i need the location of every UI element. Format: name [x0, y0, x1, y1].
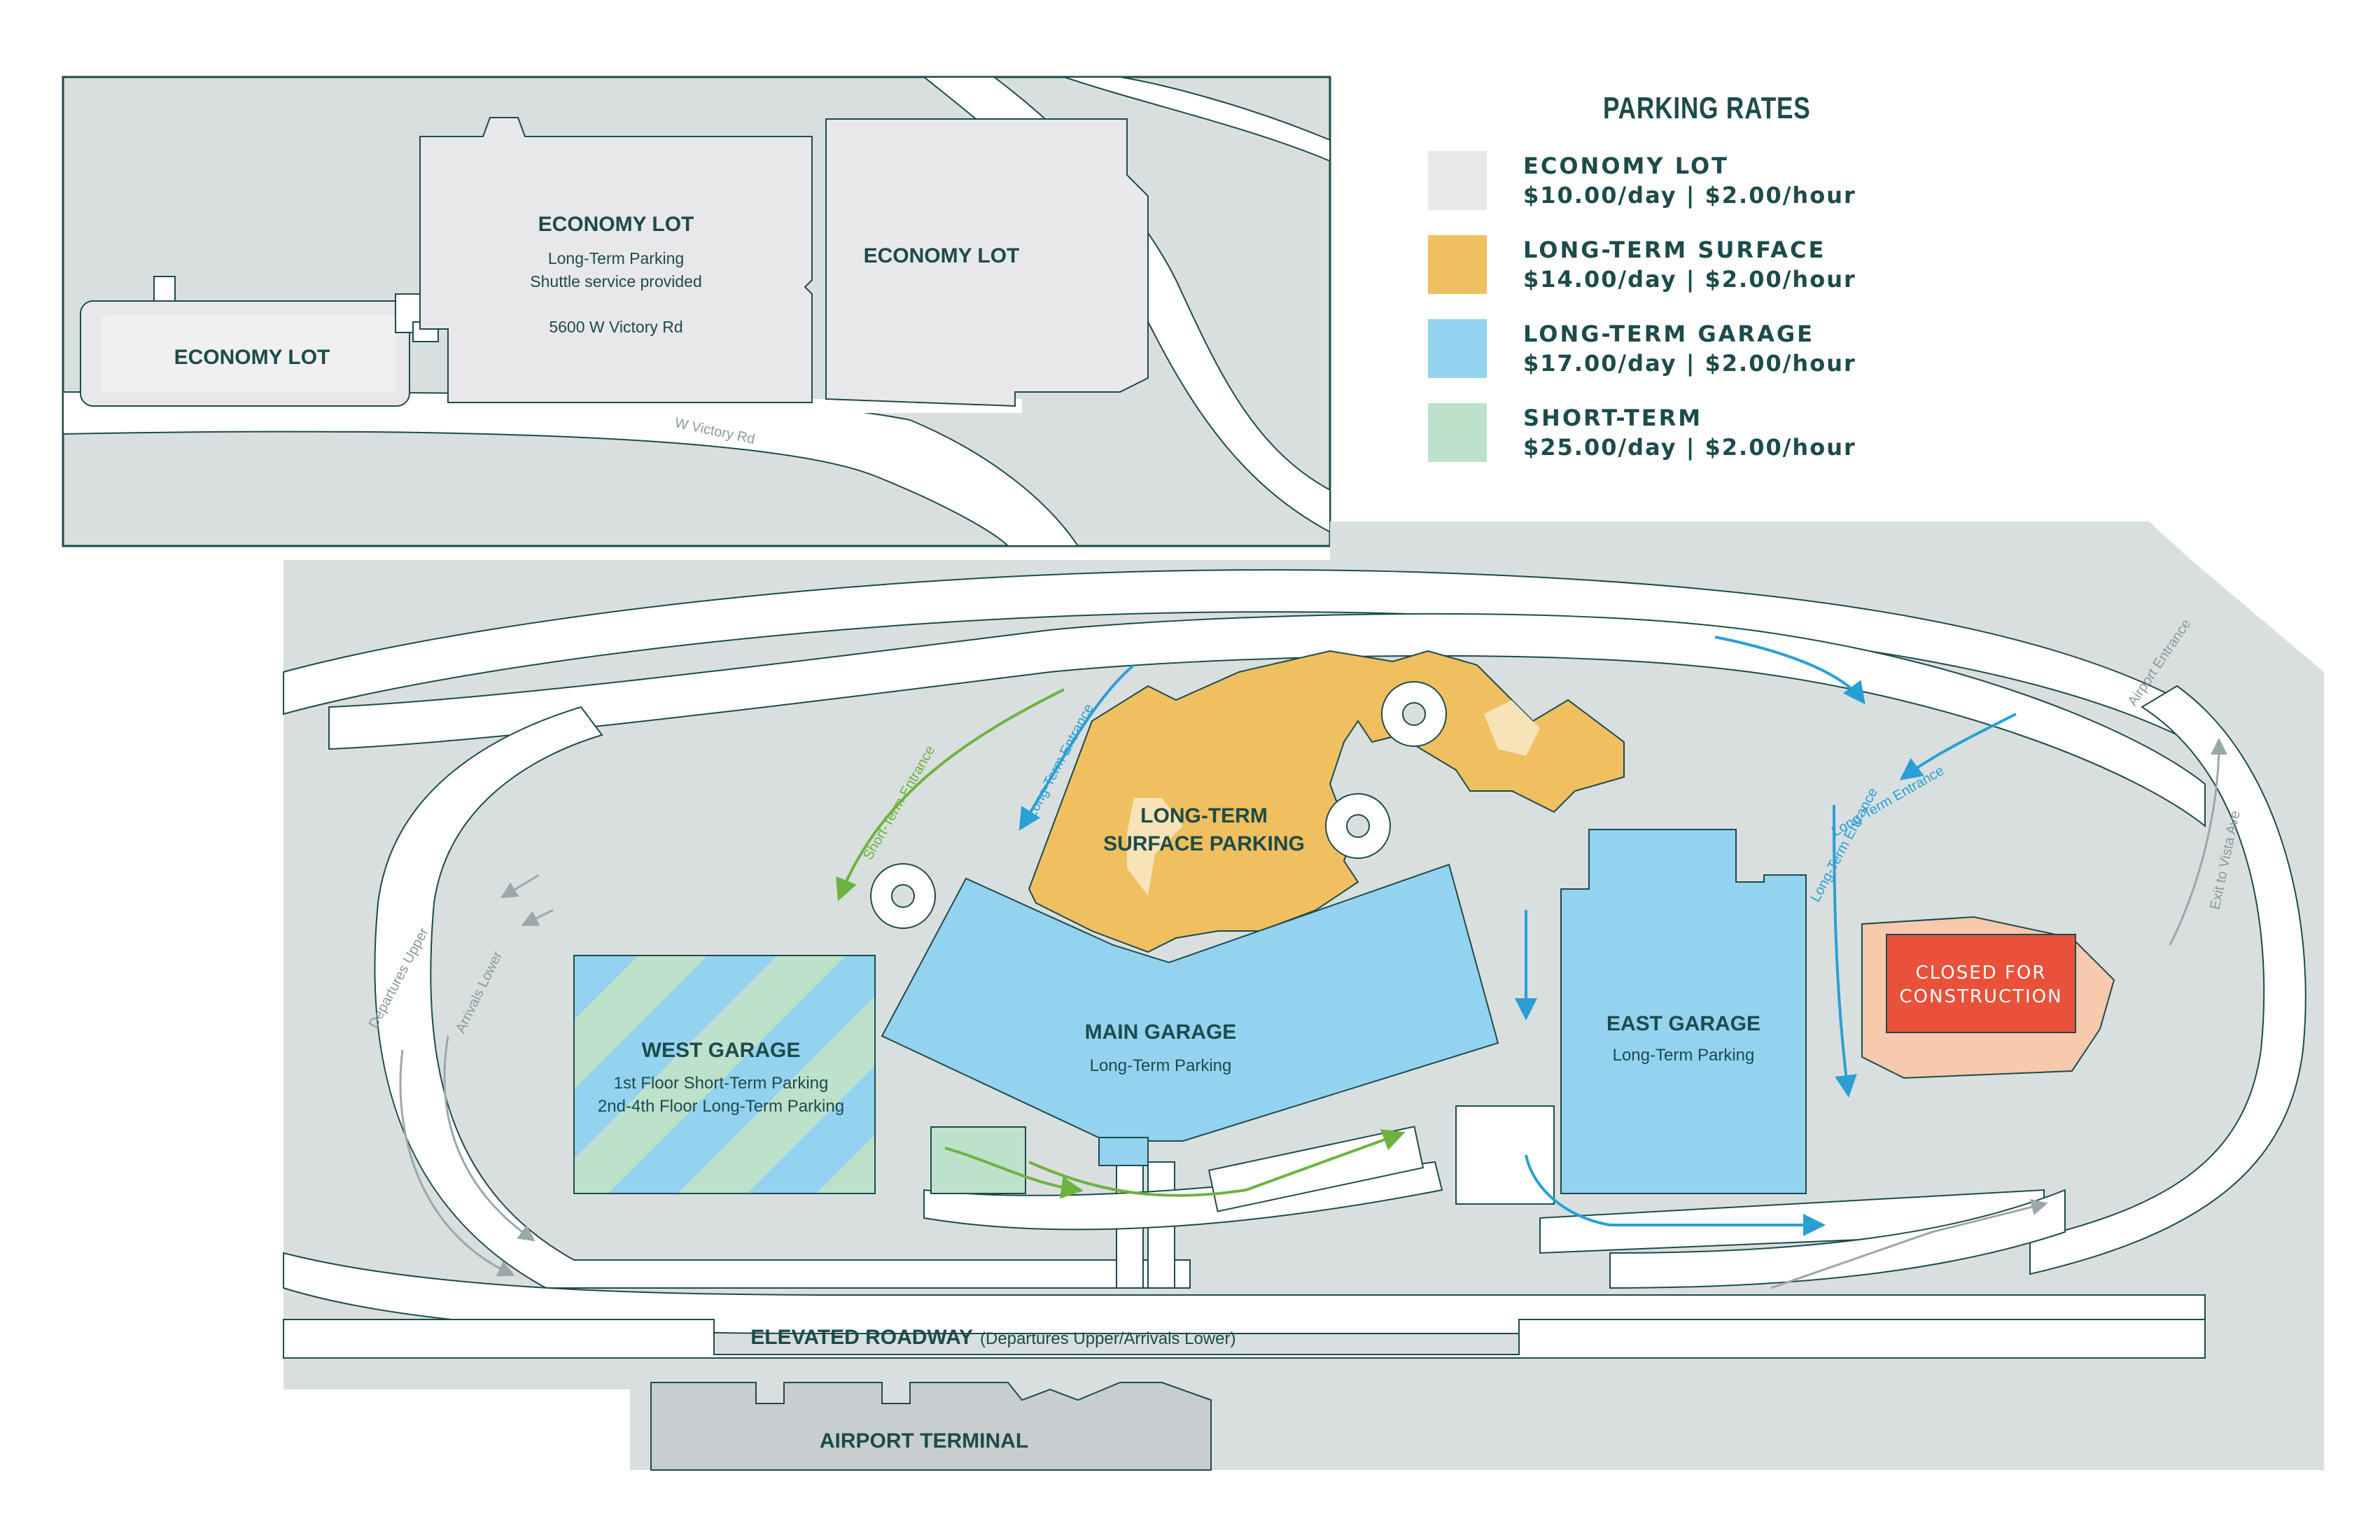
west-garage-line1: 1st Floor Short-Term Parking	[614, 1074, 829, 1093]
west-garage-line2: 2nd-4th Floor Long-Term Parking	[598, 1097, 844, 1116]
terminal-label: AIRPORT TERMINAL	[820, 1429, 1028, 1452]
legend-short-term-rate: $25.00/day | $2.00/hour	[1523, 434, 1856, 461]
surface-title-2: SURFACE PARKING	[1103, 832, 1305, 855]
legend-item-surface: LONG-TERM SURFACE $14.00/day | $2.00/hou…	[1428, 235, 1960, 294]
elevated-roadway-sub: (Departures Upper/Arrivals Lower)	[980, 1329, 1236, 1348]
legend-short-term-name: SHORT-TERM	[1523, 405, 1703, 431]
surface-swatch	[1428, 235, 1487, 294]
legend-item-short-term: SHORT-TERM $25.00/day | $2.00/hour	[1428, 403, 1960, 462]
west-garage: WEST GARAGE 1st Floor Short-Term Parking…	[573, 955, 876, 1194]
legend-garage-rate: $17.00/day | $2.00/hour	[1523, 350, 1856, 377]
economy-lot-2-label: ECONOMY LOT	[538, 213, 694, 236]
west-garage-title: WEST GARAGE	[642, 1039, 801, 1062]
economy-lot-2-line1: Long-Term Parking	[548, 249, 684, 267]
closed-area: CLOSED FOR CONSTRUCTION	[1861, 916, 2115, 1079]
legend-item-garage: LONG-TERM GARAGE $17.00/day | $2.00/hour	[1428, 319, 1960, 378]
legend-economy-name: ECONOMY LOT	[1523, 153, 1729, 179]
parking-rates-legend: PARKING RATES ECONOMY LOT $10.00/day | $…	[1428, 91, 1960, 487]
short-term-swatch	[1428, 403, 1487, 462]
legend-item-economy: ECONOMY LOT $10.00/day | $2.00/hour	[1428, 151, 1960, 210]
legend-surface-rate: $14.00/day | $2.00/hour	[1523, 266, 1856, 293]
east-garage-title: EAST GARAGE	[1606, 1012, 1760, 1035]
east-garage-subtitle: Long-Term Parking	[1613, 1046, 1755, 1065]
legend-surface-name: LONG-TERM SURFACE	[1523, 237, 1826, 263]
main-garage: MAIN GARAGE Long-Term Parking	[881, 863, 1499, 1166]
economy-lot-1-label: ECONOMY LOT	[174, 346, 330, 369]
main-map: LONG-TERM SURFACE PARKING MAIN GARAGE Lo…	[283, 522, 2324, 1471]
economy-lot-2-line2: Shuttle service provided	[530, 272, 701, 290]
closed-line1: CLOSED FOR	[1916, 962, 2047, 983]
long-term-surface-lot: LONG-TERM SURFACE PARKING	[1028, 650, 1625, 953]
surface-title-1: LONG-TERM	[1140, 804, 1268, 827]
east-garage: EAST GARAGE Long-Term Parking	[1560, 829, 1807, 1194]
legend-economy-rate: $10.00/day | $2.00/hour	[1523, 182, 1856, 209]
main-garage-subtitle: Long-Term Parking	[1090, 1056, 1232, 1075]
economy-swatch	[1428, 151, 1487, 210]
closed-line2: CONSTRUCTION	[1899, 986, 2062, 1007]
economy-inset: ECONOMY LOT ECONOMY LOT Long-Term Parkin…	[62, 76, 1331, 547]
legend-title: PARKING RATES	[1603, 91, 1811, 125]
economy-lot-2-address: 5600 W Victory Rd	[549, 318, 682, 336]
elevated-roadway-label: ELEVATED ROADWAY	[750, 1326, 973, 1349]
economy-lot-3-label: ECONOMY LOT	[864, 244, 1020, 267]
airport-terminal: AIRPORT TERMINAL	[650, 1382, 1212, 1471]
legend-garage-name: LONG-TERM GARAGE	[1523, 321, 1814, 347]
main-garage-title: MAIN GARAGE	[1085, 1021, 1237, 1044]
garage-swatch	[1428, 319, 1487, 378]
